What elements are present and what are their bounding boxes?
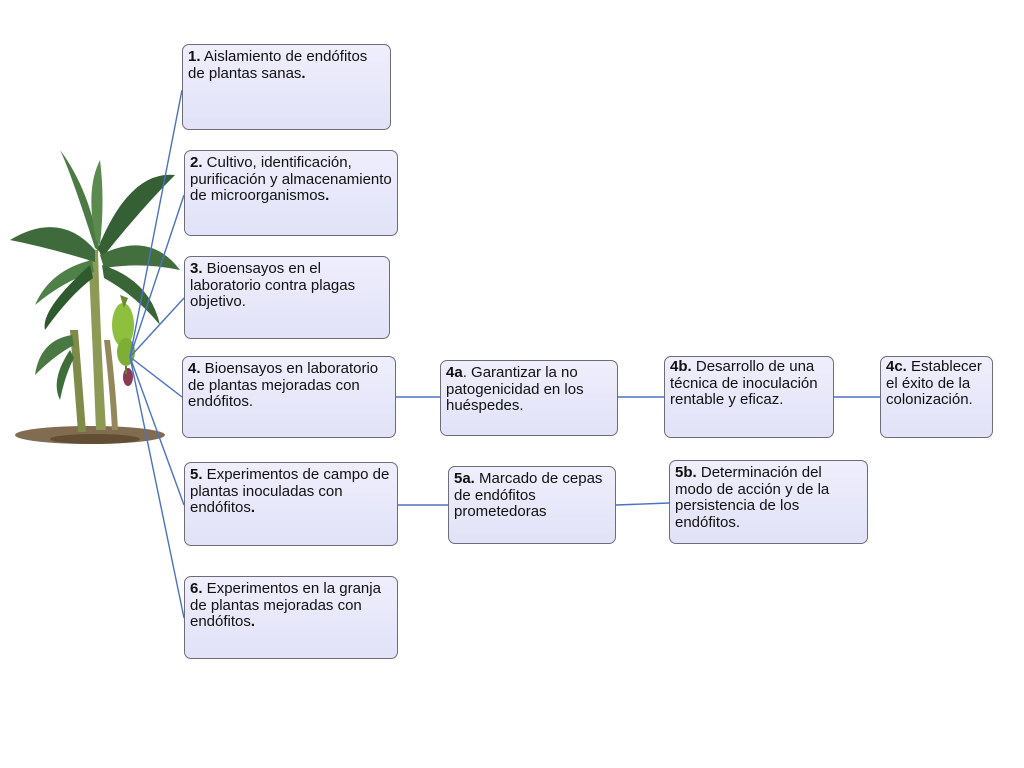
connector-step-3 — [129, 297, 185, 358]
substep-5b-text: Determinación del modo de acción y de la… — [675, 464, 830, 531]
substep-5a-text: Marcado de cepas de endófitos prometedor… — [454, 470, 603, 520]
substep-5a-number: 5a. — [454, 470, 475, 487]
connector-step-6 — [129, 356, 185, 619]
substep-4c-text: Establecer el éxito de la colonización. — [886, 358, 982, 408]
substep-4a-text: . Garantizar la no patogenicidad en los … — [446, 364, 584, 414]
substep-5b-box: 5b. Determinación del modo de acción y d… — [669, 460, 868, 544]
step-2-end: . — [325, 187, 330, 204]
substep-4c-number: 4c. — [886, 358, 907, 375]
step-5-box: 5. Experimentos de campo de plantas inoc… — [184, 462, 398, 546]
connector-step-4 — [129, 356, 183, 398]
step-4-number: 4. — [188, 360, 201, 377]
substep-4c-box: 4c. Establecer el éxito de la colonizaci… — [880, 356, 993, 438]
connector-step-5 — [129, 356, 185, 506]
step-6-number: 6. — [190, 580, 203, 597]
step-5-text: Experimentos de campo de plantas inocula… — [190, 466, 390, 516]
substep-4a-box: 4a. Garantizar la no patogenicidad en lo… — [440, 360, 618, 436]
step-1-box: 1. Aislamiento de endófitos de plantas s… — [182, 44, 391, 130]
substep-5b-number: 5b. — [675, 464, 697, 481]
step-1-text: Aislamiento de endófitos de plantas sana… — [188, 48, 368, 82]
step-5-number: 5. — [190, 466, 203, 483]
substep-5a-box: 5a. Marcado de cepas de endófitos promet… — [448, 466, 616, 544]
connector-step-1 — [129, 89, 183, 358]
step-2-number: 2. — [190, 154, 203, 171]
step-1-end: . — [301, 64, 306, 82]
substep-4b-box: 4b. Desarrollo de una técnica de inocula… — [664, 356, 834, 438]
step-6-text: Experimentos en la granja de plantas mej… — [190, 580, 381, 630]
step-6-box: 6. Experimentos en la granja de plantas … — [184, 576, 398, 659]
step-4-box: 4. Bioensayos en laboratorio de plantas … — [182, 356, 396, 438]
banana-plant-illustration — [10, 150, 180, 444]
step-4-text: Bioensayos en laboratorio de plantas mej… — [188, 360, 379, 410]
substep-4a-number: 4a — [446, 364, 463, 381]
step-6-end: . — [250, 613, 256, 630]
step-1-number: 1. — [188, 48, 201, 65]
connector-step-2 — [129, 194, 185, 358]
step-2-text: Cultivo, identificación, purificación y … — [190, 154, 392, 204]
step-5-end: . — [250, 499, 256, 516]
step-3-box: 3. Bioensayos en el laboratorio contra p… — [184, 256, 390, 339]
connector-5a-5b — [615, 502, 670, 506]
step-2-box: 2. Cultivo, identificación, purificación… — [184, 150, 398, 236]
substep-4b-end: . — [779, 391, 784, 408]
step-3-text: Bioensayos en el laboratorio contra plag… — [190, 260, 356, 310]
substep-4b-number: 4b. — [670, 358, 692, 375]
substep-4b-text: Desarrollo de una técnica de inoculación… — [670, 358, 818, 408]
step-3-number: 3. — [190, 260, 203, 277]
